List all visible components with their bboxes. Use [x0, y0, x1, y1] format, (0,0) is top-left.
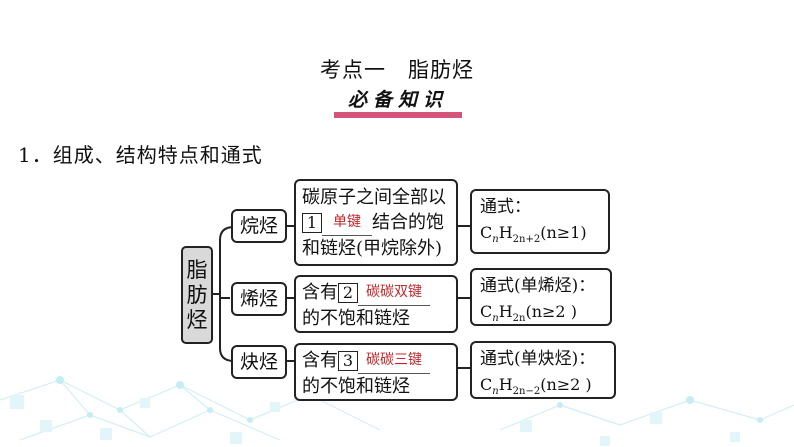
formula-alkene: 通式(单烯烃)： CnH2n(n≥2 )	[470, 268, 612, 326]
connector-trunk	[219, 226, 235, 362]
formula-alkane-expr: CnH2n+2(n≥1)	[480, 223, 587, 246]
formula-alkane-label: 通式：	[480, 197, 531, 217]
desc-alkene-line2: 的不饱和链烃	[302, 308, 410, 329]
desc-alkyne-line2: 的不饱和链烃	[302, 376, 410, 397]
desc-alkane-after: 结合的饱	[372, 212, 444, 233]
page-title: 考点一 脂肪烃	[320, 58, 474, 82]
answer-1: 单键	[322, 210, 372, 236]
branch-alkene: 烯烃	[231, 282, 287, 316]
answer-3: 碳碳三键	[358, 348, 430, 374]
formula-alkyne: 通式(单炔烃)： CnH2n−2(n≥2 )	[470, 341, 616, 399]
blank-number-1: 1	[302, 213, 322, 233]
answer-2: 碳碳双键	[358, 280, 430, 306]
branch-alkyne: 炔烃	[231, 345, 287, 379]
formula-alkene-expr: CnH2n(n≥2 )	[480, 302, 577, 325]
formula-alkene-label: 通式(单烯烃)：	[480, 276, 596, 296]
section-badge: 必备知识	[347, 89, 448, 111]
formula-alkane: 通式： CnH2n+2(n≥1)	[470, 189, 610, 254]
branch-alkane: 烷烃	[231, 209, 287, 243]
desc-alkane-line3: 和链烃(甲烷除外)	[302, 238, 443, 259]
blank-number-2: 2	[338, 283, 358, 303]
blank-number-3: 3	[338, 351, 358, 371]
desc-alkane-line1: 碳原子之间全部以	[302, 187, 446, 208]
formula-alkyne-label: 通式(单炔烃)：	[480, 349, 596, 369]
formula-alkyne-expr: CnH2n−2(n≥2 )	[480, 375, 592, 398]
section-heading: 1．组成、结构特点和通式	[18, 143, 263, 167]
badge-underline	[334, 112, 462, 118]
root-node: 脂肪烃	[181, 246, 213, 344]
